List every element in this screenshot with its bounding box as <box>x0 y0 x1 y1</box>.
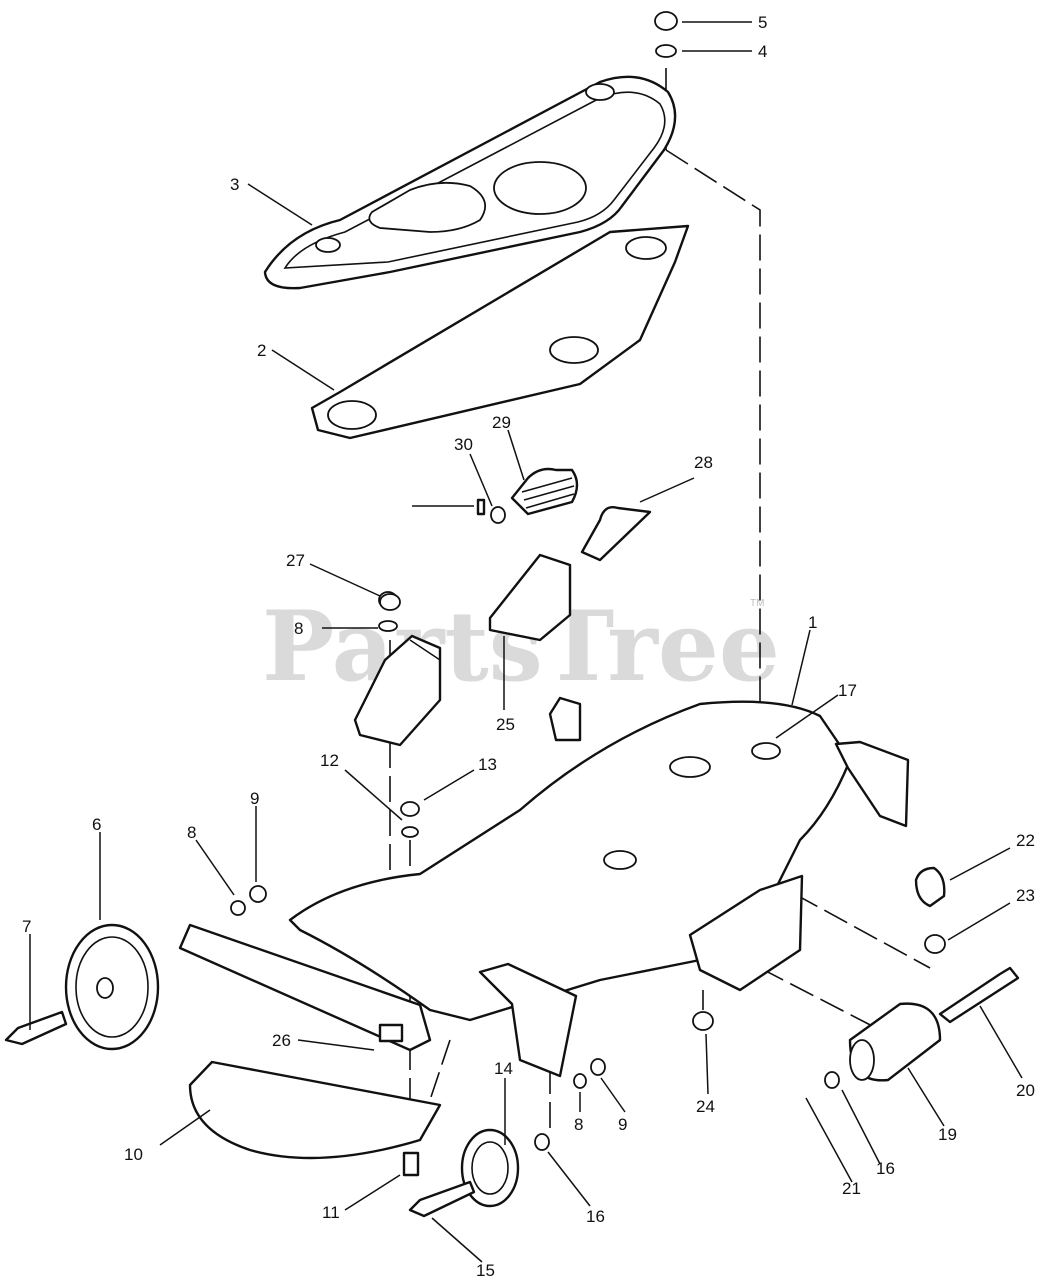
washer-icon <box>401 826 419 838</box>
callout-11: 11 <box>322 1203 340 1222</box>
callout-22: 23 <box>1016 886 1035 905</box>
bolt-icon <box>402 1151 420 1177</box>
callout-17: 17 <box>838 681 857 700</box>
callout-23: 24 <box>696 1097 715 1116</box>
discharge-deflector <box>188 1060 442 1160</box>
front-wheel <box>408 1128 520 1218</box>
hex-nut-icon <box>249 885 267 903</box>
hex-nut-icon <box>590 1058 606 1076</box>
callout-16-roller: 16 <box>876 1159 895 1178</box>
belt-cover <box>263 75 677 290</box>
callout-27: 28 <box>694 453 713 472</box>
gauge-wheel <box>4 923 160 1051</box>
washer-icon <box>824 1071 840 1089</box>
callout-28: 29 <box>492 413 511 432</box>
leader-arrows <box>29 21 1023 1263</box>
callouts: 5 4 3 2 1 17 6 7 8 9 8 10 11 12 13 14 15… <box>22 13 1035 1280</box>
deck-plate <box>310 224 690 440</box>
callout-8-left: 8 <box>187 823 196 842</box>
roller-assembly <box>848 866 1020 1082</box>
callout-15: 15 <box>476 1261 495 1280</box>
callout-6: 6 <box>92 815 101 834</box>
washer-icon <box>230 900 246 916</box>
callout-7: 7 <box>22 917 31 936</box>
mower-deck <box>178 696 910 1078</box>
callout-25: 26 <box>272 1031 291 1050</box>
callout-4: 4 <box>758 42 767 61</box>
callout-19: 20 <box>1016 1081 1035 1100</box>
callout-5: 5 <box>758 13 767 32</box>
callout-13: 13 <box>478 755 497 774</box>
hex-nut-icon <box>924 934 946 954</box>
callout-10: 10 <box>124 1145 143 1164</box>
hardware <box>230 11 946 1177</box>
hex-nut-icon <box>400 801 420 817</box>
washer-icon <box>573 1073 587 1089</box>
washer-icon <box>534 1133 550 1151</box>
hex-nut-icon <box>654 11 678 31</box>
watermark-tm: TM <box>750 598 764 609</box>
callout-12: 12 <box>320 751 339 770</box>
callout-29: 30 <box>454 435 473 454</box>
bolt-head-icon <box>751 742 781 760</box>
callout-14: 14 <box>494 1059 513 1078</box>
callout-8-upper: 8 <box>294 619 303 638</box>
spring-assembly <box>476 467 652 562</box>
callout-20: 21 <box>842 1179 861 1198</box>
callout-3: 3 <box>230 175 239 194</box>
callout-1: 1 <box>808 613 817 632</box>
callout-26: 27 <box>286 551 305 570</box>
callout-18: 19 <box>938 1125 957 1144</box>
callout-16-front: 16 <box>586 1207 605 1226</box>
callout-2: 2 <box>257 341 266 360</box>
callout-9-left: 9 <box>250 789 259 808</box>
callout-8-front: 8 <box>574 1115 583 1134</box>
hex-nut-icon <box>379 593 401 611</box>
hex-nut-icon <box>692 1011 714 1031</box>
washer-icon <box>655 44 677 58</box>
callout-9-front: 9 <box>618 1115 627 1134</box>
bolt-icon <box>378 1023 404 1043</box>
callout-24: 25 <box>496 715 515 734</box>
callout-21: 22 <box>1016 831 1035 850</box>
